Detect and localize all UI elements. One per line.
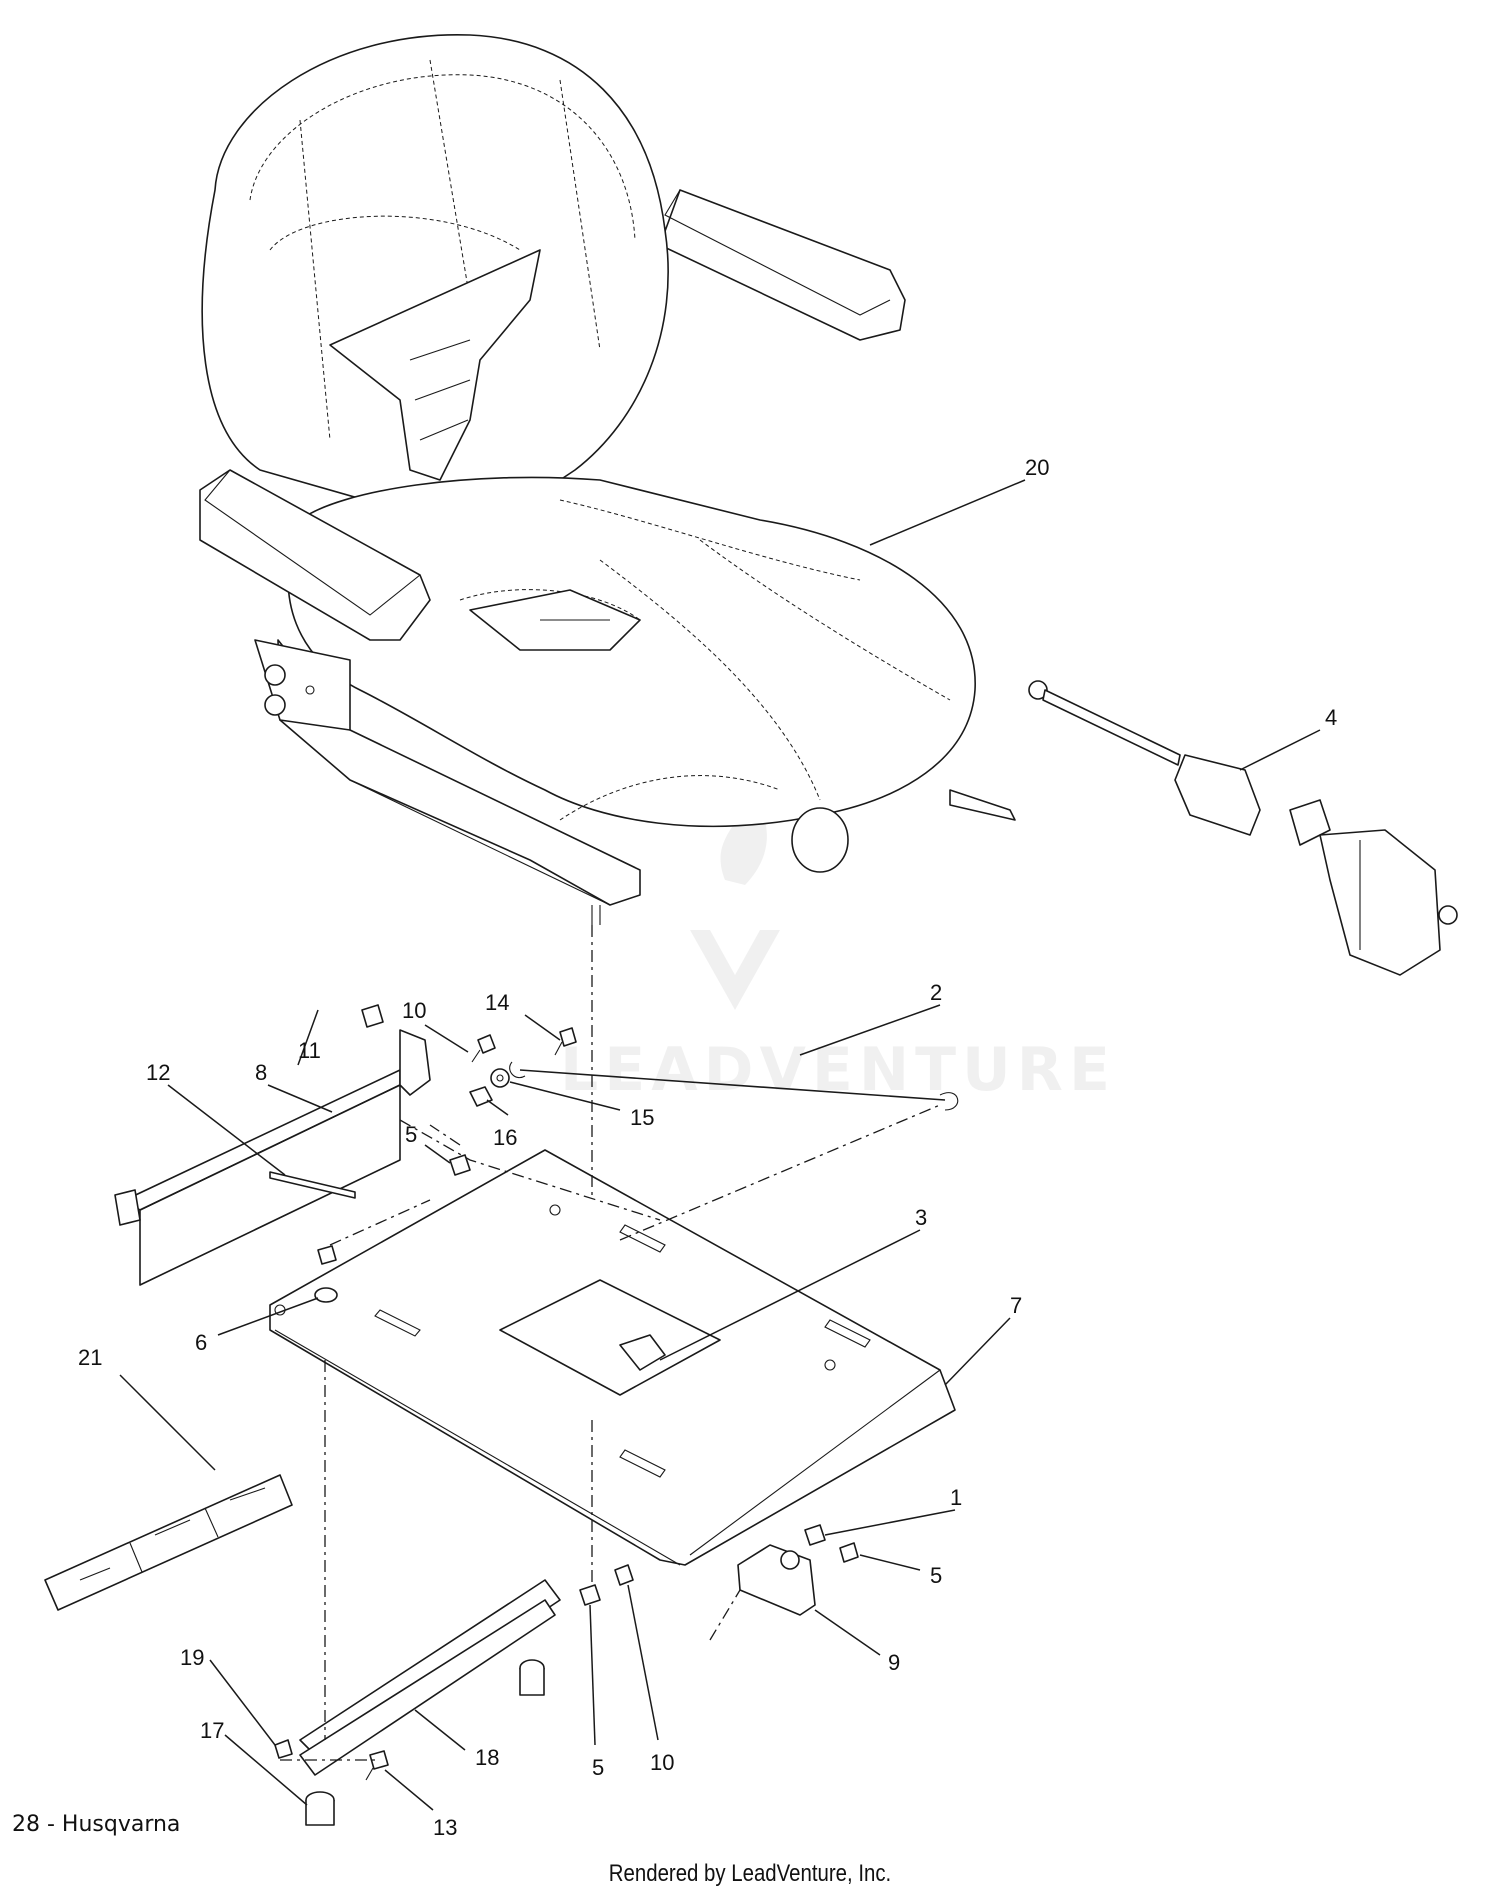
callout-5-right: 5: [930, 1563, 942, 1588]
callout-13: 13: [433, 1815, 457, 1840]
callout-19: 19: [180, 1645, 204, 1670]
decal-21: [44, 1474, 293, 1611]
release-cable: [509, 1061, 959, 1111]
callout-10-lower: 10: [650, 1750, 674, 1775]
rendered-by-credit: Rendered by LeadVenture, Inc.: [608, 1860, 892, 1887]
callout-21: 21: [78, 1345, 102, 1370]
callout-labels: 20 4 2 3 7 1 5 9 11 10 14 15 16 5 8 12 6…: [78, 455, 1337, 1840]
callout-6: 6: [195, 1330, 207, 1355]
callout-9: 9: [888, 1650, 900, 1675]
callout-17: 17: [200, 1718, 224, 1743]
callout-20: 20: [1025, 455, 1049, 480]
seat-switch-bracket: [114, 1029, 431, 1286]
callout-18: 18: [475, 1745, 499, 1770]
callout-4: 4: [1325, 705, 1337, 730]
callout-1: 1: [950, 1485, 962, 1510]
callout-5-upper: 5: [405, 1122, 417, 1147]
callout-3: 3: [915, 1205, 927, 1230]
callout-16: 16: [493, 1125, 517, 1150]
hardware: [274, 1004, 859, 1781]
callout-14: 14: [485, 990, 509, 1015]
callout-5-lower: 5: [592, 1755, 604, 1780]
callout-12: 12: [146, 1060, 170, 1085]
bracket-9: [737, 1544, 816, 1616]
seat-belt-assembly: [1028, 680, 1458, 976]
callout-11: 11: [298, 1038, 321, 1063]
callout-2: 2: [930, 980, 942, 1005]
callout-10-top: 10: [402, 998, 426, 1023]
callout-8: 8: [255, 1060, 267, 1085]
slide-rail: [299, 1579, 561, 1826]
assembly-lines: [280, 925, 941, 1761]
callout-15: 15: [630, 1105, 654, 1130]
watermark-text: LEADVENTURE: [560, 1035, 1116, 1105]
leader-lines: [119, 479, 1321, 1811]
seat-plate: [269, 1149, 956, 1566]
page-label: 28 - Husqvarna: [12, 1812, 181, 1837]
callout-7: 7: [1010, 1293, 1022, 1318]
seat-assembly: [199, 34, 1016, 925]
